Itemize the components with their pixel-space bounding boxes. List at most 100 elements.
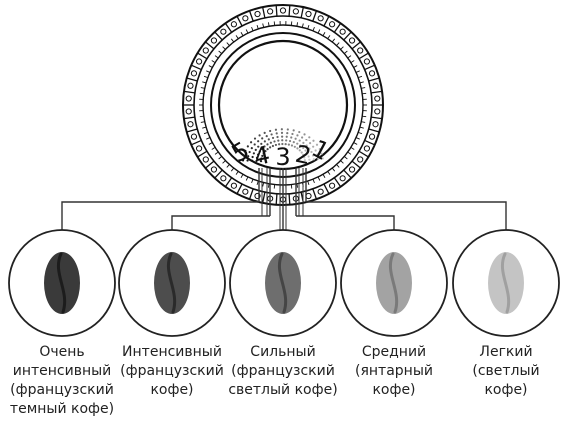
dial-knurl bbox=[331, 38, 336, 43]
dial-grind-dot bbox=[292, 141, 295, 144]
dial-knurl bbox=[202, 81, 207, 84]
dial-knurl bbox=[296, 22, 299, 27]
dial-knurl bbox=[230, 167, 235, 172]
dial-grind-dot bbox=[305, 144, 308, 147]
roast-label-line: темный кофе) bbox=[9, 401, 115, 417]
bean-2 bbox=[340, 229, 448, 337]
dial-knurl bbox=[262, 182, 265, 187]
dial-grind-dot bbox=[287, 143, 290, 146]
dial-tread bbox=[312, 188, 318, 200]
connector-run-1 bbox=[306, 201, 507, 230]
dial-tread-bump bbox=[372, 121, 379, 128]
dial-tread-bump bbox=[195, 145, 203, 152]
dial-knurl bbox=[267, 22, 270, 27]
dial-tread bbox=[275, 193, 278, 205]
dial-knurl bbox=[327, 35, 331, 39]
dial-number-3: 3 bbox=[275, 143, 290, 171]
dial-grind-dot bbox=[255, 156, 259, 159]
roast-label-line: Сильный bbox=[250, 344, 316, 360]
dial-tread-bump bbox=[305, 10, 312, 18]
connector-run-4 bbox=[171, 215, 270, 230]
dial-grind-dot bbox=[291, 132, 294, 136]
dial-knurl bbox=[245, 29, 249, 34]
dial-knurl bbox=[218, 156, 223, 160]
dial-grind-dot bbox=[277, 139, 280, 142]
dial-knurl bbox=[256, 180, 259, 186]
dial-knurl bbox=[327, 171, 331, 175]
dial-tread-bump bbox=[210, 166, 218, 173]
dial-tread bbox=[191, 139, 202, 146]
dial-grind-dot bbox=[311, 154, 315, 157]
dial-knurl bbox=[317, 176, 321, 181]
dial-knurl bbox=[359, 126, 364, 129]
dial-tread-bump bbox=[292, 8, 299, 15]
dial-tread bbox=[364, 64, 375, 71]
dial-tread-bump bbox=[254, 192, 261, 200]
bean-4 bbox=[118, 229, 226, 337]
roast-label-line: (французский bbox=[120, 363, 224, 379]
roast-label-line: (французский bbox=[231, 363, 335, 379]
connector-run-5 bbox=[61, 201, 259, 230]
dial-grind-dot bbox=[306, 152, 309, 155]
dial-grind-dot bbox=[261, 137, 264, 140]
dial-grind-dot bbox=[308, 147, 311, 150]
dial-knurl bbox=[206, 137, 211, 140]
dial-knurl bbox=[322, 32, 326, 36]
roast-label-line: интенсивный bbox=[12, 363, 112, 379]
dial-grind-dot bbox=[266, 143, 269, 146]
grinder-dial-ring bbox=[182, 4, 384, 206]
dial-tread-bump bbox=[374, 108, 381, 115]
dial-tread bbox=[262, 6, 266, 18]
dial-tread-bump bbox=[242, 188, 249, 195]
dial-knurl bbox=[307, 180, 310, 186]
roast-label-line: Легкий bbox=[479, 344, 533, 360]
bean-crease bbox=[277, 252, 288, 314]
dial-tread-bump bbox=[185, 108, 192, 115]
dial-tread-bump bbox=[317, 15, 324, 22]
dial-grind-dot bbox=[257, 145, 260, 148]
dial-grind-dot bbox=[270, 133, 273, 136]
dial-tread bbox=[351, 160, 361, 169]
dial-knurl bbox=[208, 65, 213, 68]
dial-tread-bump bbox=[254, 10, 261, 18]
dial-knurl bbox=[202, 126, 207, 129]
dial-knurl bbox=[235, 35, 239, 39]
dial-grind-dot bbox=[255, 159, 258, 163]
dial-knurl bbox=[218, 50, 223, 54]
dial-grind-dot bbox=[286, 132, 289, 135]
dial-knurl bbox=[307, 24, 310, 30]
dial-knurl bbox=[322, 174, 326, 178]
dial-knurl bbox=[211, 60, 216, 63]
dial-grind-dot bbox=[303, 156, 306, 159]
dial-tread bbox=[205, 160, 215, 169]
dial-knurl bbox=[199, 115, 204, 118]
roast-label-line: (французский bbox=[10, 382, 114, 398]
dial-tread-bump bbox=[202, 47, 209, 54]
dial-knurl bbox=[256, 24, 259, 30]
dial-knurl bbox=[262, 23, 265, 28]
dial-knurl bbox=[336, 164, 340, 168]
dial-tread-bump bbox=[329, 21, 336, 28]
dial-grind-dot bbox=[308, 136, 311, 139]
dial-grind-dot bbox=[320, 152, 323, 155]
dial-tread bbox=[262, 192, 266, 204]
dial-grind-dot bbox=[269, 146, 272, 149]
dial-tread-bump bbox=[368, 133, 376, 140]
dial-tread-bump bbox=[329, 182, 336, 189]
dial-grind-dot bbox=[256, 153, 260, 156]
dial-knurl bbox=[226, 42, 230, 46]
roast-label-line: кофе) bbox=[372, 382, 416, 398]
dial-tread bbox=[197, 52, 208, 60]
dial-grind-dot bbox=[310, 150, 313, 154]
dial-knurl bbox=[222, 46, 226, 50]
dial-grind-dot bbox=[250, 147, 253, 150]
dial-tread bbox=[358, 52, 369, 60]
dial-tread-bump bbox=[230, 21, 237, 28]
dial-knurl bbox=[353, 142, 358, 145]
dial-knurl bbox=[355, 70, 360, 73]
dial-grind-dot bbox=[259, 159, 263, 163]
dial-knurl bbox=[251, 179, 254, 184]
dial-tread-bump bbox=[374, 95, 381, 102]
